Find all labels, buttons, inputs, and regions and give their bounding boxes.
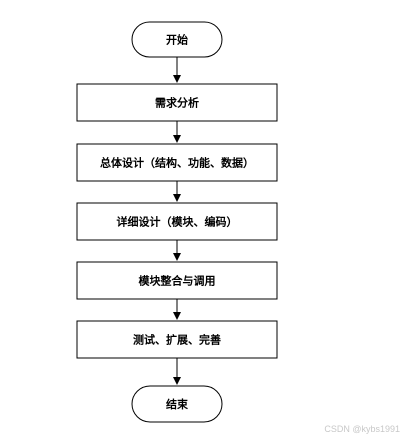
end-node: 结束 — [131, 385, 223, 423]
start-node: 开始 — [131, 21, 223, 58]
process-step-5-label: 测试、扩展、完善 — [133, 333, 221, 347]
process-step-2-label: 总体设计（结构、功能、数据） — [100, 156, 254, 170]
process-step-1-label: 需求分析 — [155, 96, 199, 110]
process-step-4: 模块整合与调用 — [76, 261, 278, 300]
process-step-4-box — [76, 261, 278, 300]
start-node-label: 开始 — [166, 33, 188, 47]
process-step-1: 需求分析 — [76, 83, 278, 122]
process-step-2-box — [76, 143, 278, 182]
process-step-3-box — [76, 202, 278, 241]
process-step-5: 测试、扩展、完善 — [76, 320, 278, 359]
process-step-3: 详细设计（模块、编码） — [76, 202, 278, 241]
watermark: CSDN @kybs1991 — [324, 424, 400, 434]
end-node-shape — [131, 385, 223, 423]
start-node-shape — [131, 21, 223, 58]
process-step-3-label: 详细设计（模块、编码） — [117, 215, 238, 229]
process-step-5-box — [76, 320, 278, 359]
end-node-label: 结束 — [165, 397, 189, 411]
process-step-4-label: 模块整合与调用 — [139, 274, 216, 288]
process-step-1-box — [76, 83, 278, 122]
process-step-2: 总体设计（结构、功能、数据） — [76, 143, 278, 182]
